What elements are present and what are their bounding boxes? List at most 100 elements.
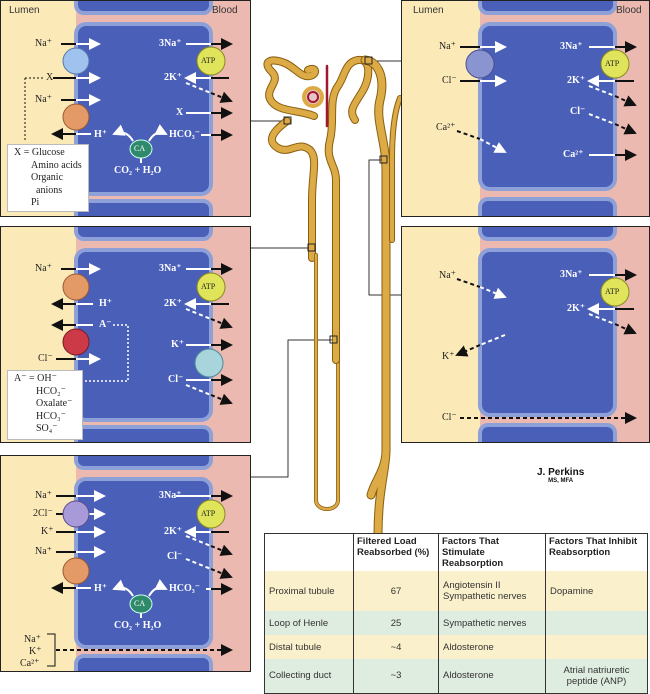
blood-header: Blood xyxy=(212,5,238,16)
ion-label: Cl⁻ xyxy=(442,75,457,86)
ion-label: Cl⁻ xyxy=(570,106,586,117)
segment-cell: Loop of Henle xyxy=(264,611,354,635)
ion-label: 3Na⁺ xyxy=(159,38,182,49)
table-header: Factors That Stimulate Reabsorption xyxy=(438,533,546,571)
inhibit-cell xyxy=(545,611,648,635)
reabsorption-table: Filtered Load Reabsorbed (%) Factors Tha… xyxy=(264,533,648,694)
atp-pump-icon xyxy=(600,49,630,79)
anion-exchanger-icon xyxy=(62,328,90,356)
table-header xyxy=(264,533,354,571)
cell-illustration xyxy=(402,227,649,442)
ion-label: K⁺ xyxy=(29,646,42,657)
enzyme-label: CA xyxy=(134,144,146,153)
ion-label: K⁺ xyxy=(171,339,185,350)
table-row: Loop of Henle 25 Sympathetic nerves xyxy=(264,611,648,635)
ion-label: 3Na⁺ xyxy=(560,41,583,52)
table-header: Factors That Inhibit Reabsorption xyxy=(545,533,648,571)
ion-label: 2K⁺ xyxy=(164,72,183,83)
ion-label: Na⁺ xyxy=(35,94,52,105)
pump-label: ATP xyxy=(201,509,216,518)
atp-pump-icon xyxy=(196,499,226,529)
artist-signature: J. Perkins MS, MFA xyxy=(537,467,585,484)
ion-label: Na⁺ xyxy=(35,490,52,501)
ion-label: Na⁺ xyxy=(35,546,52,557)
carbonic-anhydrase-icon xyxy=(129,594,153,614)
ion-label: Na⁺ xyxy=(24,634,41,645)
cell-illustration xyxy=(1,1,250,216)
ion-label: 3Na⁺ xyxy=(159,490,182,501)
panel-thick-ascending-upper: Na⁺ H⁺ A⁻ Cl⁻ 3Na⁺ 2K⁺ K⁺ Cl⁻ ATP A⁻ = O… xyxy=(0,226,251,443)
table-header-row: Filtered Load Reabsorbed (%) Factors Tha… xyxy=(264,533,648,571)
ion-label: Cl⁻ xyxy=(38,353,53,364)
table-row: Collecting duct ~3 Aldosterone Atrial na… xyxy=(264,659,648,693)
segment-cell: Proximal tubule xyxy=(264,571,354,611)
epithelial-cell xyxy=(478,22,617,191)
panel-collecting-duct: Na⁺ K⁺ Cl⁻ 3Na⁺ 2K⁺ ATP xyxy=(401,226,650,443)
legend-anions: A⁻ = OH⁻ HCO₂⁻ Oxalate⁻ HCO₃⁻ SO₄⁻ xyxy=(7,370,83,440)
table-header: Filtered Load Reabsorbed (%) xyxy=(353,533,439,571)
blood-header: Blood xyxy=(616,5,642,16)
pump-label: ATP xyxy=(201,56,216,65)
atp-pump-icon xyxy=(196,46,226,76)
panel-distal-tubule: Lumen Blood Na⁺ Cl⁻ Ca²⁺ 3Na⁺ 2K⁺ Cl⁻ Ca… xyxy=(401,0,650,217)
nkcc-cotransporter-icon xyxy=(62,500,90,528)
enzyme-label: CA xyxy=(134,599,146,608)
reaction-label: CO₂ + H₂O xyxy=(114,165,162,176)
carbonic-anhydrase-icon xyxy=(129,139,153,159)
legend-x: X = Glucose Amino acids Organic anions P… xyxy=(7,144,89,212)
ion-label: H⁺ xyxy=(94,583,108,594)
cell-illustration xyxy=(402,1,649,216)
load-cell: 67 xyxy=(353,571,439,611)
load-cell: ~3 xyxy=(353,659,439,693)
panel-thick-ascending-lower: Na⁺ 2Cl⁻ K⁺ Na⁺ 3Na⁺ 2K⁺ Cl⁻ HCO₃⁻ H⁺ CA… xyxy=(0,455,251,672)
ion-label: Cl⁻ xyxy=(168,374,184,385)
ion-label: X xyxy=(46,72,54,83)
ion-label: H⁺ xyxy=(94,129,108,140)
epithelial-cell xyxy=(74,248,213,422)
cell-illustration xyxy=(1,227,250,442)
ion-label: H⁺ xyxy=(99,298,113,309)
ion-label: 2K⁺ xyxy=(567,303,586,314)
ion-label: 2K⁺ xyxy=(164,298,183,309)
inhibit-cell: Dopamine xyxy=(545,571,648,611)
load-cell: 25 xyxy=(353,611,439,635)
ion-label: 2K⁺ xyxy=(567,75,586,86)
stimulate-cell: Angiotensin II Sympathetic nerves xyxy=(438,571,546,611)
stimulate-cell: Aldosterone xyxy=(438,635,546,659)
stimulate-cell: Sympathetic nerves xyxy=(438,611,546,635)
antiporter-icon xyxy=(62,103,90,131)
pump-label: ATP xyxy=(605,59,620,68)
inhibit-cell: Atrial natriuretic peptide (ANP) xyxy=(545,659,648,693)
panel-proximal-tubule: Lumen Blood Na⁺ X Na⁺ 3Na⁺ 2K⁺ X HCO₃⁻ H… xyxy=(0,0,251,217)
pump-label: ATP xyxy=(605,287,620,296)
segment-cell: Collecting duct xyxy=(264,659,354,693)
nephron-diagram xyxy=(249,55,403,540)
ion-label: 3Na⁺ xyxy=(159,263,182,274)
atp-pump-icon xyxy=(600,277,630,307)
kcl-cotransporter-icon xyxy=(194,348,224,378)
symporter-icon xyxy=(62,47,90,75)
lumen-header: Lumen xyxy=(413,5,444,16)
ion-label: 2K⁺ xyxy=(164,526,183,537)
ion-label: X xyxy=(176,107,184,118)
ion-label: A⁻ xyxy=(99,319,112,330)
ion-label: Ca²⁺ xyxy=(563,149,584,160)
atp-pump-icon xyxy=(196,272,226,302)
ion-label: 2Cl⁻ xyxy=(33,508,53,519)
connector-thick-lower xyxy=(249,339,333,478)
epithelial-cell xyxy=(478,248,617,417)
glomerulus xyxy=(302,86,324,108)
ncc-cotransporter-icon xyxy=(465,49,495,79)
antiporter-icon xyxy=(62,557,90,585)
lumen-header: Lumen xyxy=(9,5,40,16)
ion-label: Na⁺ xyxy=(35,263,52,274)
table-row: Proximal tubule 67 Angiotensin II Sympat… xyxy=(264,571,648,611)
ion-label: Na⁺ xyxy=(439,41,456,52)
ion-label: HCO₃⁻ xyxy=(169,129,201,140)
pump-label: ATP xyxy=(201,282,216,291)
ion-label: Cl⁻ xyxy=(442,412,457,423)
ion-label: Ca²⁺ xyxy=(436,122,456,133)
bracket xyxy=(47,633,56,667)
load-cell: ~4 xyxy=(353,635,439,659)
ion-label: HCO₃⁻ xyxy=(169,583,201,594)
